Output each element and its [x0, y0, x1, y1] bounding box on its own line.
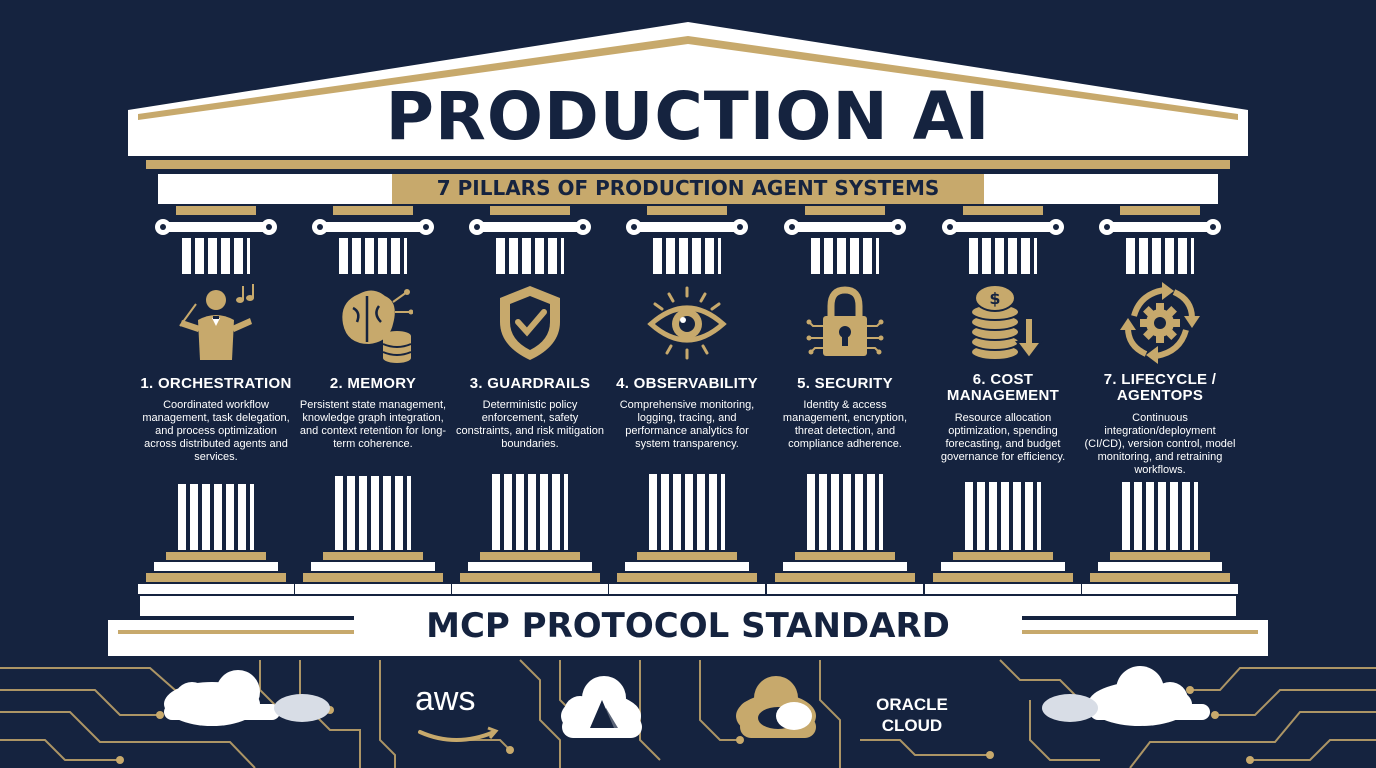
- column-shaft: [807, 474, 883, 550]
- pillar-title: 2. MEMORY: [329, 375, 417, 392]
- google-cloud-icon: [736, 676, 816, 738]
- pillar-title: 3. GUARDRAILS: [469, 375, 591, 392]
- cloud-right-icon: [1042, 666, 1210, 726]
- capital: [469, 219, 591, 235]
- capital: [942, 219, 1064, 235]
- pillar-observability: 4. OBSERVABILITY Comprehensive monitorin…: [609, 206, 765, 594]
- capital: [784, 219, 906, 235]
- pillar-title: 1. ORCHESTRATION: [140, 375, 292, 392]
- column-shaft: [965, 482, 1041, 550]
- page-subtitle: 7 PILLARS OF PRODUCTION AGENT SYSTEMS: [436, 176, 940, 200]
- pillar-description: Deterministic policy enforcement, safety…: [456, 399, 604, 450]
- capital: [155, 219, 277, 235]
- column-base: [925, 552, 1081, 594]
- pillar-guardrails: 3. GUARDRAILS Deterministic policy enfor…: [452, 206, 608, 594]
- pillar-orchestration: 1. ORCHESTRATION Coordinated workflow ma…: [138, 206, 294, 594]
- column-base: [767, 552, 923, 594]
- capital: [312, 219, 434, 235]
- pillar-lifecycle-agentops: 7. LIFECYCLE / AGENTOPS Continuous integ…: [1082, 206, 1238, 594]
- pillar-description: Continuous integration/deployment (CI/CD…: [1084, 412, 1236, 476]
- cloud-left-icon: [164, 670, 330, 726]
- coins-down-icon: $: [970, 284, 1043, 361]
- padlock-icon: [806, 286, 884, 356]
- pillar-title: 4. OBSERVABILITY: [616, 375, 758, 392]
- azure-cloud-icon: [561, 676, 642, 738]
- pillar-description: Identity & access management, encryption…: [782, 399, 908, 450]
- column-base: [138, 552, 294, 594]
- column-base: [609, 552, 765, 594]
- pillar-description: Comprehensive monitoring, logging, traci…: [619, 399, 755, 450]
- column-base: [452, 552, 608, 594]
- pillar-memory: 2. MEMORY Persistent state management, k…: [295, 206, 451, 594]
- pillar-title: 6. COST MANAGEMENT: [946, 371, 1060, 404]
- foundation-label: MCP PROTOCOL STANDARD: [354, 603, 1022, 649]
- capital: [1099, 219, 1221, 235]
- column-shaft: [178, 484, 254, 550]
- brain-database-icon: [342, 289, 413, 363]
- capital: [626, 219, 748, 235]
- pillar-title: 7. LIFECYCLE / AGENTOPS: [1103, 371, 1217, 404]
- pillar-description: Persistent state management, knowledge g…: [299, 399, 447, 450]
- column-shaft: [492, 474, 568, 550]
- shield-check-icon: [500, 286, 560, 360]
- page-title: PRODUCTION AI: [385, 78, 991, 155]
- pillar-description: Coordinated workflow management, task de…: [142, 399, 290, 463]
- svg-text:$: $: [989, 289, 1000, 308]
- conductor-icon: [179, 284, 254, 360]
- aws-smile-icon: [418, 730, 496, 742]
- gear-cycle-icon: [1120, 282, 1200, 364]
- column-shaft: [335, 476, 411, 550]
- oracle-cloud-logo: ORACLE CLOUD: [876, 695, 948, 735]
- pillar-security: 5. SECURITY Identity & access management…: [767, 206, 923, 594]
- column-base: [295, 552, 451, 594]
- column-shaft: [1122, 482, 1198, 550]
- eye-icon: [647, 286, 727, 360]
- column-base: [1082, 552, 1238, 594]
- pillar-title: 5. SECURITY: [797, 375, 893, 392]
- pillar-description: Resource allocation optimization, spendi…: [940, 412, 1066, 463]
- column-shaft: [649, 474, 725, 550]
- pillar-cost-management: $ 6. COST MANAGEMENT Resource allocation…: [925, 206, 1081, 594]
- aws-logo: aws: [415, 680, 476, 718]
